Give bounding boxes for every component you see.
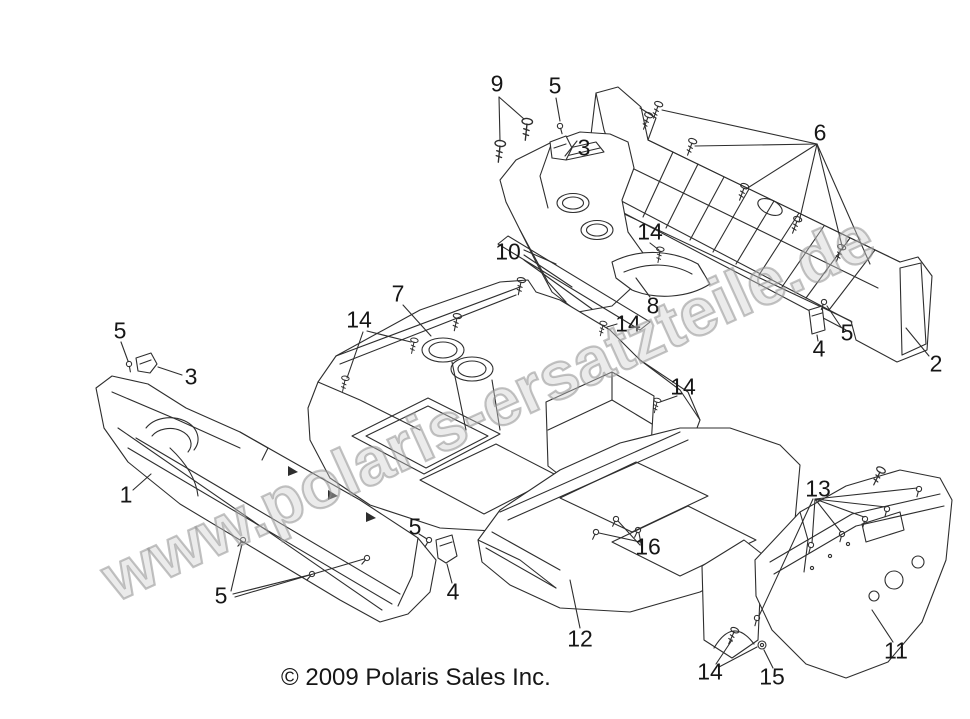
console-support-bracket: [611, 251, 711, 297]
callout-5: 5: [548, 72, 562, 99]
callout-14: 14: [670, 373, 696, 400]
callout-14: 14: [697, 658, 723, 685]
callout-5: 5: [214, 582, 228, 609]
callout-9: 9: [490, 70, 504, 97]
left-rocker-panel: [95, 375, 437, 623]
callout-14: 14: [615, 310, 641, 337]
callout-5: 5: [408, 513, 422, 540]
copyright-text: © 2009 Polaris Sales Inc.: [281, 664, 551, 691]
callout-10: 10: [495, 238, 521, 265]
callout-14: 14: [637, 218, 663, 245]
callout-1: 1: [119, 481, 133, 508]
callout-2: 2: [929, 350, 943, 377]
bracket-3-rocker: [135, 352, 158, 374]
clips: [125, 122, 923, 650]
callout-4: 4: [812, 335, 826, 362]
bracket-4-center: [435, 534, 458, 564]
callout-3: 3: [577, 134, 591, 161]
callout-5: 5: [113, 317, 127, 344]
callout-15: 15: [759, 663, 785, 690]
callout-16: 16: [635, 533, 661, 560]
callout-6: 6: [813, 119, 827, 146]
callout-7: 7: [391, 280, 405, 307]
bracket-4-right: [808, 305, 826, 335]
leader-lines: [120, 96, 930, 669]
callout-13: 13: [805, 475, 831, 502]
bed-side-panel: [587, 86, 933, 363]
callout-4: 4: [446, 578, 460, 605]
rear-close-off-panel: [701, 469, 953, 679]
callout-12: 12: [567, 625, 593, 652]
center-console: [497, 131, 651, 331]
callout-8: 8: [646, 292, 660, 319]
callout-14: 14: [346, 306, 372, 333]
callout-3: 3: [184, 363, 198, 390]
callout-11: 11: [884, 637, 908, 664]
callout-5: 5: [840, 319, 854, 346]
